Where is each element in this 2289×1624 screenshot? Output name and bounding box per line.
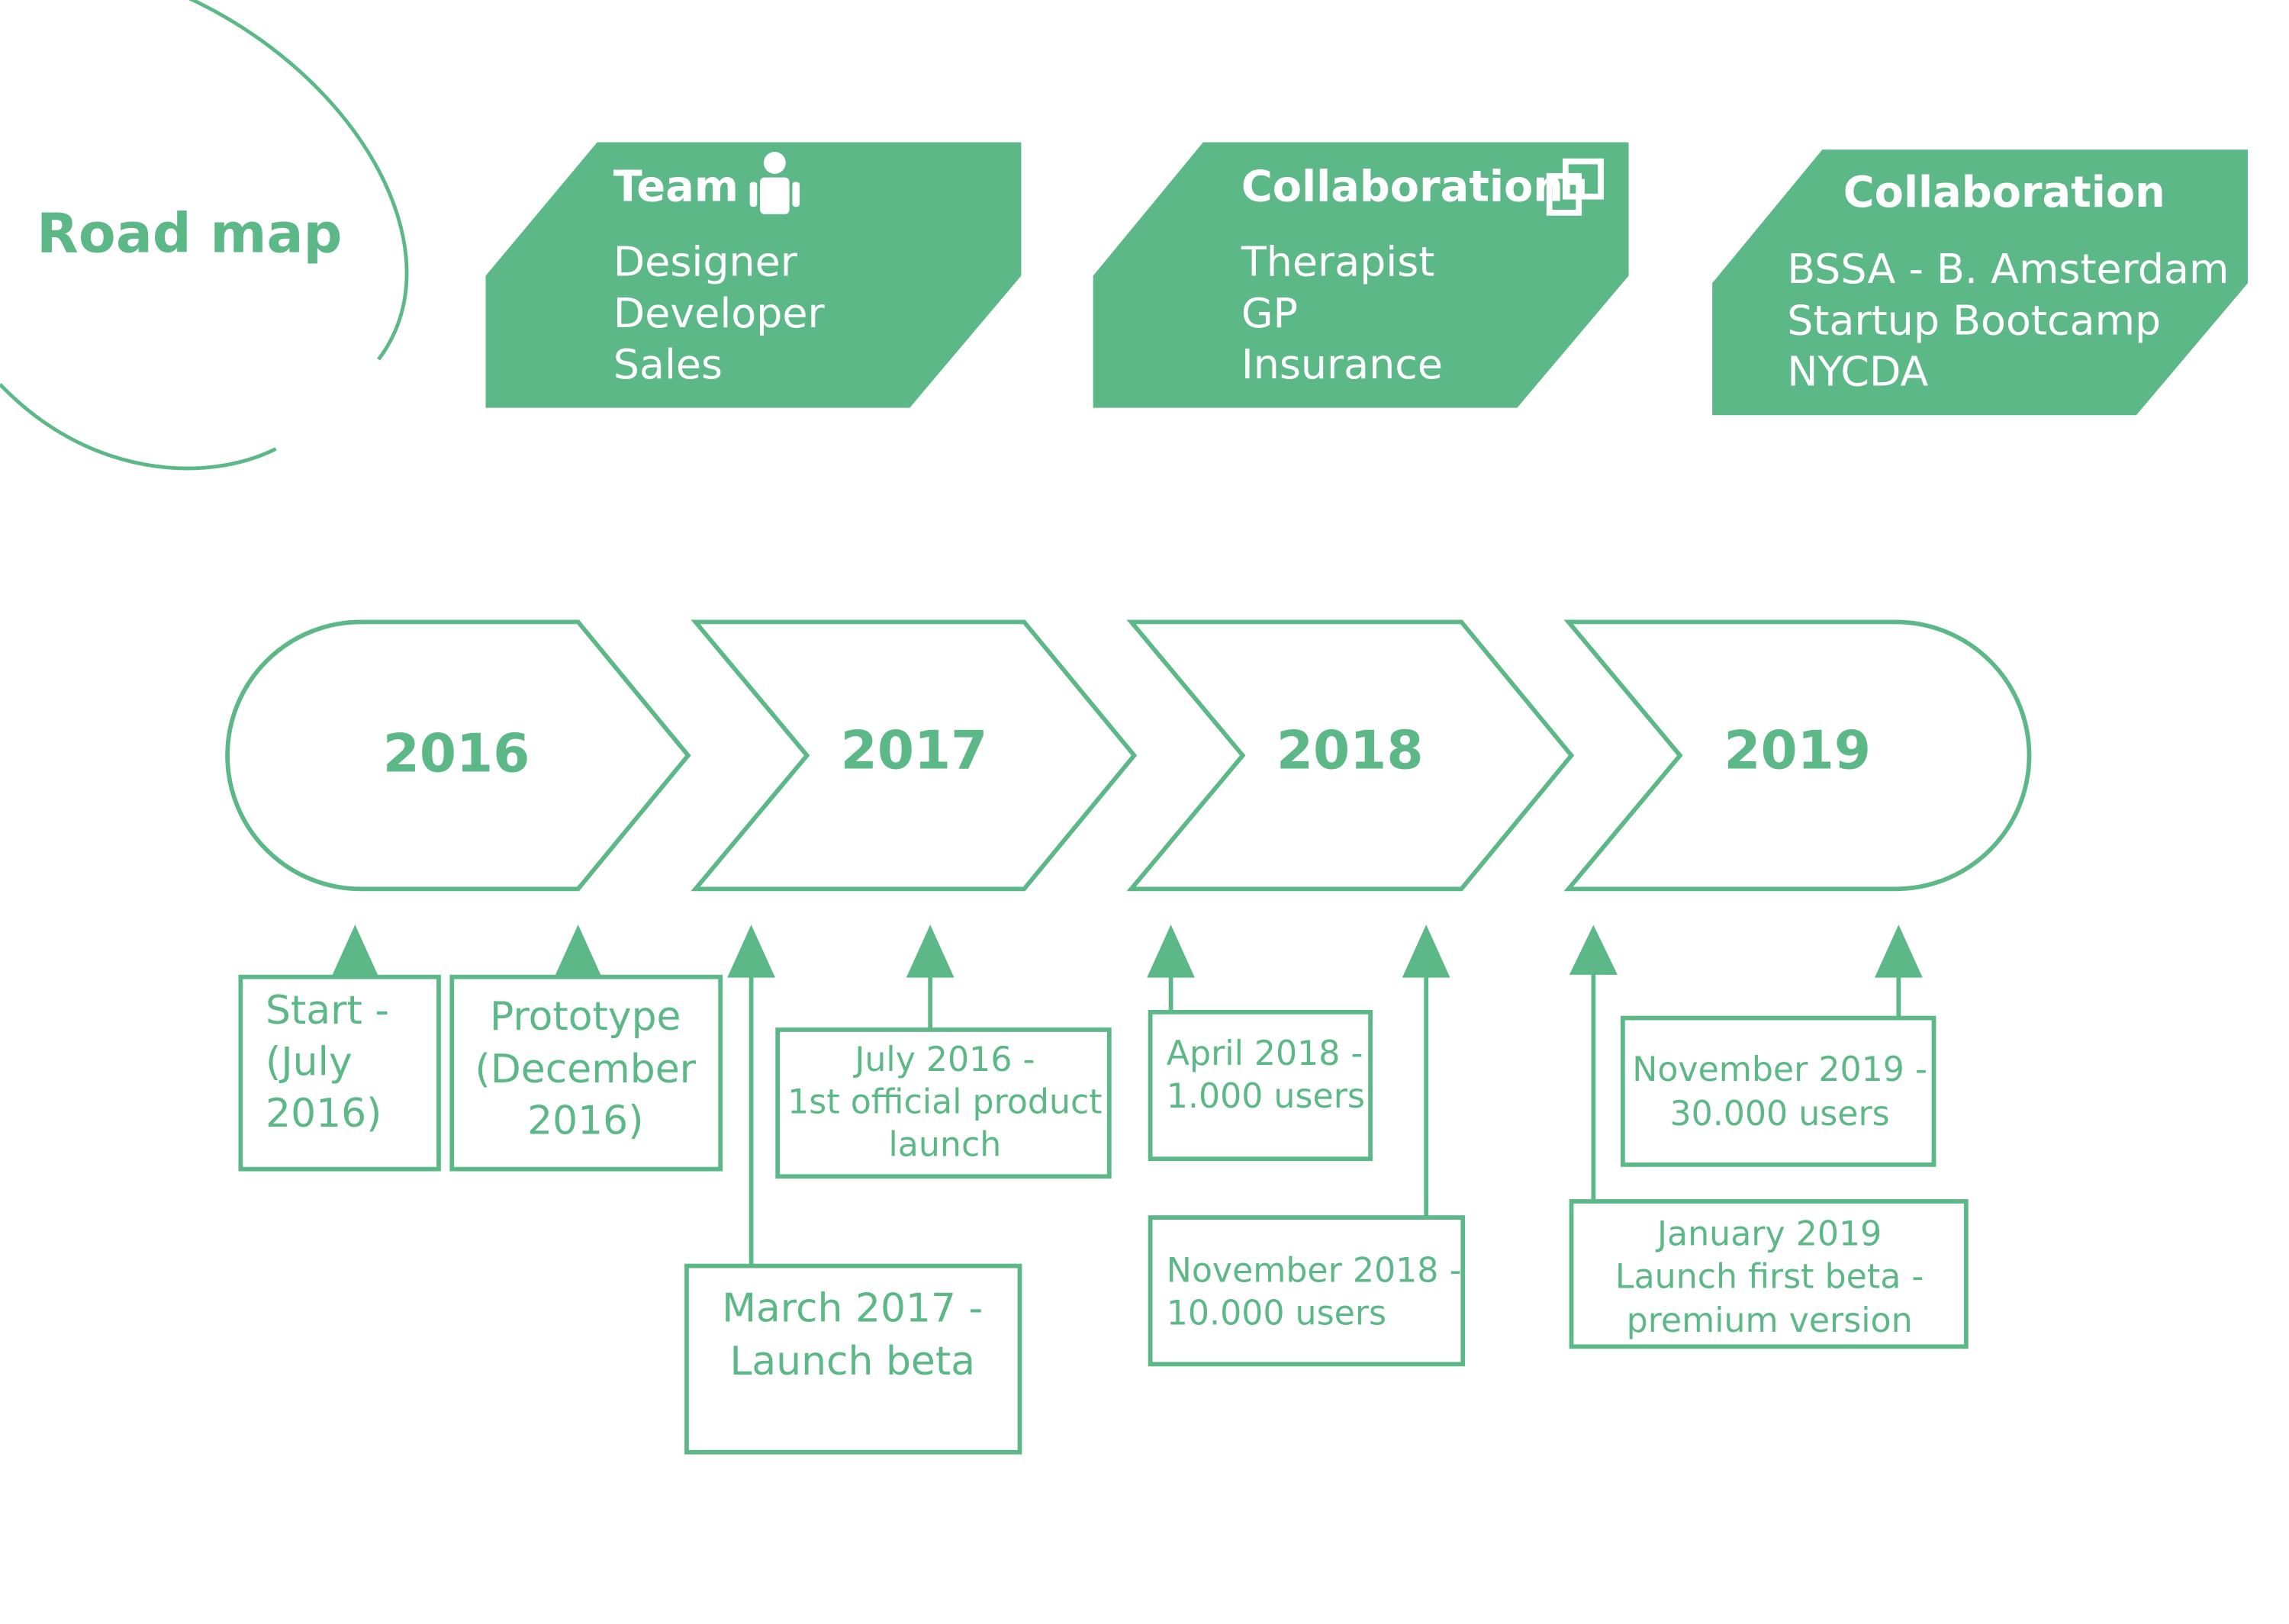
timeline-segment-2017 — [691, 619, 1138, 892]
milestone-text: (December — [475, 1047, 697, 1092]
card-collaboration-2-line: Startup Bootcamp — [1787, 296, 2161, 344]
arrow-head — [1569, 925, 1618, 975]
card-collaboration-1-line: Therapist — [1241, 238, 1435, 286]
milestone-text: 1.000 users — [1167, 1077, 1365, 1116]
card-team-title: Team — [613, 162, 739, 211]
arrow-head — [554, 925, 603, 978]
timeline — [225, 619, 2032, 892]
milestone-box — [1148, 1009, 1373, 1162]
arrow-head — [1147, 925, 1195, 978]
timeline-segment-2018 — [1126, 619, 1575, 892]
card-team-line: Developer — [613, 289, 826, 337]
timeline-segment-2016 — [225, 619, 691, 892]
milestone-boxes — [238, 974, 1969, 1455]
milestone-box — [1569, 1199, 1969, 1349]
milestone-box — [775, 1027, 1112, 1179]
milestone-texts: Start - (July 2016) Prototype (December … — [266, 988, 1927, 1384]
milestone-text: 2016) — [266, 1091, 382, 1137]
title-circle-arc-lower — [0, 383, 277, 471]
milestone-text: January 2019 — [1655, 1215, 1882, 1254]
card-collaboration-1-line: GP — [1241, 289, 1298, 337]
milestone-text: Launch first beta - — [1615, 1257, 1924, 1296]
milestone-box — [238, 974, 441, 1172]
year-label-2019: 2019 — [1724, 721, 1871, 782]
card-collaboration-1-shape — [1093, 142, 1629, 408]
milestone-text: Start - — [266, 988, 389, 1034]
milestone-text: Prototype — [490, 994, 681, 1040]
card-team-shape — [485, 142, 1022, 408]
milestone-text: launch — [889, 1125, 1002, 1164]
arrow-head — [330, 925, 379, 978]
arrow-head — [727, 925, 775, 978]
timeline-segment-2019 — [1563, 619, 2032, 892]
milestone-arrows — [330, 925, 1923, 1266]
milestone-text: November 2018 - — [1167, 1252, 1462, 1291]
milestone-text: 1st official product — [787, 1083, 1102, 1122]
arrow-head — [1874, 925, 1923, 978]
card-collaboration-2-title: Collaboration — [1843, 168, 2165, 217]
arrow-head — [906, 925, 955, 978]
card-collaboration-2-shape — [1712, 150, 2249, 416]
page-title: Road map — [37, 202, 342, 265]
milestone-text: 2016) — [527, 1098, 643, 1143]
milestone-text: Launch beta — [730, 1339, 975, 1384]
milestone-box — [1148, 1215, 1466, 1367]
milestone-text: April 2018 - — [1167, 1034, 1363, 1073]
overlapping-squares-icon — [1546, 158, 1604, 216]
card-team-line: Sales — [613, 340, 723, 388]
year-label-2017: 2017 — [841, 721, 988, 782]
milestone-text: premium version — [1627, 1301, 1913, 1340]
year-label-2018: 2018 — [1276, 721, 1424, 782]
milestone-text: July 2016 - — [852, 1040, 1035, 1079]
milestone-text: March 2017 - — [722, 1286, 983, 1332]
milestone-text: 30.000 users — [1669, 1095, 1889, 1134]
card-collaboration-1: Collaboration Therapist GP Insurance — [1093, 142, 1629, 408]
year-label-2016: 2016 — [383, 723, 530, 784]
card-team: Team Designer Developer Sales — [485, 142, 1022, 408]
milestone-box — [1620, 1015, 1936, 1167]
milestone-text: (July — [266, 1040, 353, 1085]
card-collaboration-2-line: BSSA - B. Amsterdam — [1787, 245, 2229, 293]
card-collaboration-2-line: NYCDA — [1787, 348, 1928, 396]
milestone-box — [449, 974, 723, 1172]
card-team-line: Designer — [613, 238, 798, 286]
milestone-text: November 2019 - — [1632, 1050, 1927, 1089]
card-collaboration-2: Collaboration BSSA - B. Amsterdam Startu… — [1712, 150, 2249, 416]
milestone-text: 10.000 users — [1167, 1294, 1386, 1333]
milestone-box — [684, 1263, 1022, 1455]
person-icon — [749, 152, 800, 214]
card-collaboration-1-line: Insurance — [1241, 340, 1443, 388]
card-collaboration-1-title: Collaboration — [1241, 162, 1563, 211]
title-circle-arc — [188, 0, 409, 361]
arrow-head — [1402, 925, 1450, 978]
